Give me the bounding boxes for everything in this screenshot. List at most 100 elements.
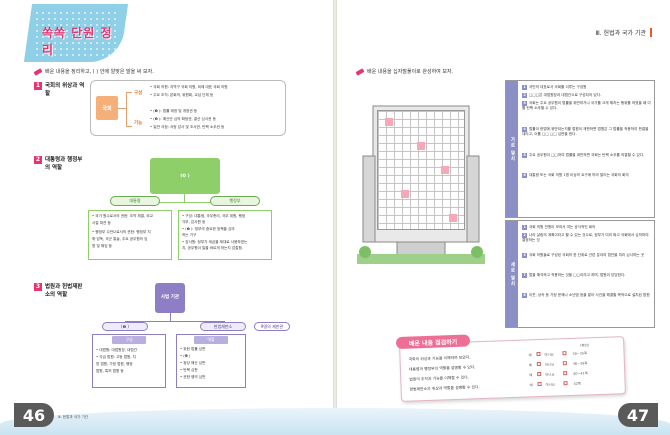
check-no: 아니요 (544, 362, 555, 367)
connector (170, 313, 171, 321)
s1-line: • (❷ ): 예산안 심의·확정권, 결산 심사권 등 (150, 117, 216, 121)
s2-right-line: • 감사원: 정부가 세금을 제대로 사용하였는 (182, 240, 248, 244)
check-no-box[interactable] (563, 381, 568, 386)
s2-left-line: • 행정부 수반으로서의 권한: 행정부 지 (92, 230, 151, 234)
pill-administration: 행정부 (210, 196, 260, 206)
check-scale-label: (확인) (580, 343, 590, 348)
check-row-text: 국회의 위상과 기능을 이해하여 보았다. (408, 354, 471, 362)
check-yes-box[interactable] (536, 352, 541, 357)
s2-left-line: 휘·감독, 국군 통솔, 주요 공무원의 임 (92, 237, 148, 241)
president-box (88, 210, 172, 260)
clue-tab: 가로 열쇠 (506, 81, 518, 217)
tag-composition: 구성 (134, 91, 143, 96)
s3-right-line: • 권한 쟁의 심판 (180, 375, 206, 379)
s3-left-line: • 대법원: 대법원장, 대법관 (96, 348, 137, 352)
connector (184, 194, 185, 202)
check-yes: 예 (529, 373, 533, 378)
section1-diagram (90, 80, 286, 136)
s3-right-line: • 정당 해산 심판 (180, 361, 206, 365)
footer-label: Ⅲ. 헌법과 국가 기관 (58, 415, 89, 419)
pill-court: (❺ ) (102, 322, 148, 331)
s1-line: • 일반 국정: 국정 감사 및 조사권, 탄핵 소추권 등 (150, 125, 225, 129)
check-no: 아니요 (545, 382, 555, 387)
crossword-cell[interactable] (449, 214, 457, 222)
connector (126, 126, 132, 127)
s1-line: • 주요 조직: 본회의, 위원회, 교섭 단체 등 (150, 93, 214, 97)
section-heading: Ⅲ. 헌법과 국가 기관 (596, 28, 652, 37)
pencil-icon (355, 67, 365, 76)
left-instruction: 배운 내용을 정리하고, ( ) 안에 알맞은 말을 써 보자. (33, 67, 154, 76)
node-executive: (❸ ) (150, 158, 220, 194)
section-title: 대통령과 행정부의 역할 (45, 157, 83, 171)
s3-right-line: • (❻ ) (180, 354, 191, 358)
s2-left-line: • 국가 원수로서의 권한: 조약 체결, 외교 (92, 214, 153, 218)
check-yes-box[interactable] (536, 362, 541, 367)
connector (126, 92, 127, 126)
connector (135, 202, 235, 203)
s2-right-line: 각부, 감사원 등 (182, 220, 206, 224)
court-tag: 구성 (112, 336, 146, 344)
pill-constitutional-court: 헌법재판소 (200, 322, 246, 331)
crossword-cell[interactable] (441, 166, 449, 174)
s2-right-line: 하는 기구 (182, 233, 197, 237)
crossword-cell[interactable] (417, 142, 425, 150)
crossword-grid[interactable] (377, 110, 465, 230)
check-header: 배운 내용 점검하기 (395, 334, 471, 350)
check-yes: 예 (529, 383, 533, 388)
pill-justices: 9명의 재판관 (254, 322, 290, 331)
clue-item: 2□□□은 대법원장과 대법관으로 구성되어 있다. (522, 93, 602, 98)
clue-tab: 세로 열쇠 (506, 221, 518, 327)
connector (126, 92, 132, 93)
s3-left-line: 법원, 특허 법원 등 (96, 369, 124, 373)
s2-left-line: 사절 파견 등 (92, 221, 111, 225)
check-page: 36~39쪽 (572, 361, 588, 366)
section-number: 2 (34, 156, 42, 164)
node-assembly: 국회 (96, 96, 118, 120)
left-instruction-text: 배운 내용을 정리하고, ( ) 안에 알맞은 말을 써 보자. (45, 69, 154, 75)
check-page: 30~35쪽 (572, 351, 588, 356)
self-check-card: 배운 내용 점검하기 (확인) 국회의 위상과 기능을 이해하여 보았다. 예 … (395, 334, 626, 402)
pill-president: 대통령 (110, 196, 160, 206)
check-page: 42쪽 (573, 381, 582, 386)
crossword-cell[interactable] (401, 190, 409, 198)
check-no-box[interactable] (562, 351, 567, 356)
section-number: 1 (34, 82, 42, 90)
connector (118, 108, 126, 109)
check-page: 40~41쪽 (573, 371, 588, 376)
check-yes-box[interactable] (537, 372, 542, 377)
page-number-left: 46 (14, 403, 54, 427)
check-no: 아니요 (545, 372, 555, 377)
tag-function: 기능 (134, 121, 143, 126)
s3-left-line: 방 법원, 가정 법원, 행정 (96, 362, 133, 366)
s2-right-line: • 구성: 대통령, 국무총리, 국무 위원, 행정 (182, 214, 246, 218)
s1-line: • 국회 의원: 지역구 국회 의원, 비례 대표 국회 의원 (150, 85, 228, 89)
page-number-right: 47 (618, 403, 658, 427)
section-title: 국회의 위상과 역할 (45, 83, 85, 97)
check-no-box[interactable] (562, 361, 567, 366)
check-yes-box[interactable] (537, 381, 542, 387)
check-no-box[interactable] (563, 371, 568, 376)
pencil-icon (33, 67, 43, 76)
check-yes: 예 (528, 363, 533, 368)
s3-left-line: • 각급 법원: 고등 법원, 지 (96, 355, 136, 359)
s2-right-line: • (❹ ): 정부의 중요한 정책을 심의 (182, 227, 235, 231)
section-title: 법원과 헌법재판소의 역할 (45, 284, 83, 298)
constitutional-tag: 역할 (194, 336, 228, 344)
footer-wave (0, 408, 670, 435)
crossword-cell[interactable] (385, 118, 393, 126)
connector (125, 321, 225, 322)
banner-pattern (34, 10, 118, 56)
chapter-banner: 쏙쏙 단원 정리 (23, 4, 129, 62)
